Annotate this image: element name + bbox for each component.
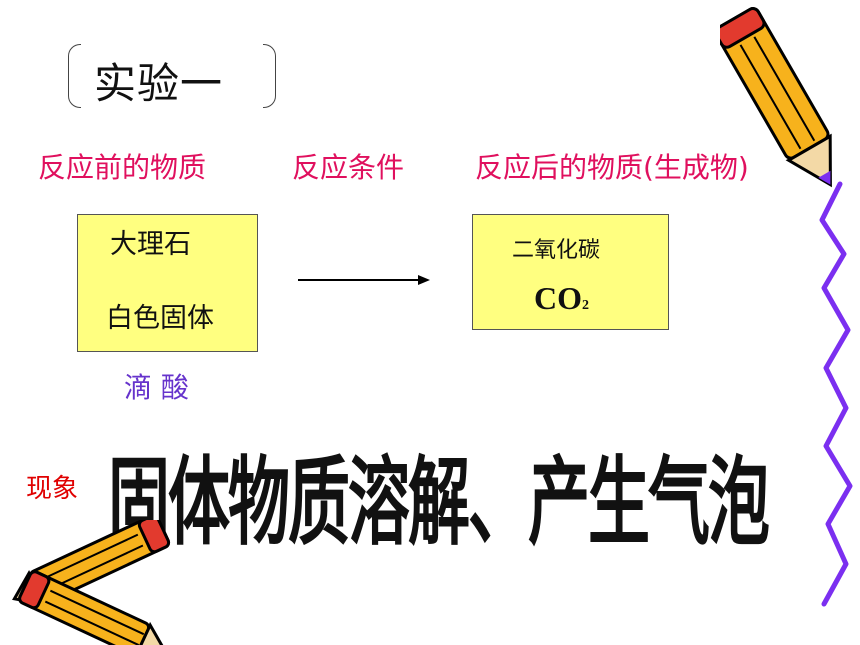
product-box bbox=[472, 214, 669, 330]
product-formula: CO2 bbox=[534, 280, 589, 317]
bracket-right bbox=[263, 44, 276, 108]
pencils-icon bbox=[12, 520, 171, 645]
formula-subscript: 2 bbox=[582, 298, 589, 313]
header-reactants: 反应前的物质 bbox=[38, 151, 207, 184]
bracket-left bbox=[68, 44, 81, 108]
header-conditions: 反应条件 bbox=[292, 151, 405, 184]
pencil-icon bbox=[720, 7, 832, 188]
reactant-box bbox=[77, 214, 258, 352]
phenomenon-label: 现象 bbox=[26, 474, 79, 504]
reactant-name: 大理石 bbox=[110, 229, 191, 260]
formula-main: CO bbox=[534, 280, 582, 316]
slide-title: 实验一 bbox=[68, 44, 276, 110]
product-name: 二氧化碳 bbox=[512, 238, 601, 263]
squiggle-border bbox=[819, 181, 853, 607]
header-products: 反应后的物质(生成物) bbox=[475, 151, 749, 184]
reactant-state: 白色固体 bbox=[106, 303, 214, 334]
phenomenon-text: 固体物质溶解、产生气泡 bbox=[108, 445, 770, 559]
condition-label: 滴 酸 bbox=[124, 371, 189, 404]
title-text: 实验一 bbox=[94, 59, 224, 108]
reaction-arrow bbox=[298, 275, 430, 285]
